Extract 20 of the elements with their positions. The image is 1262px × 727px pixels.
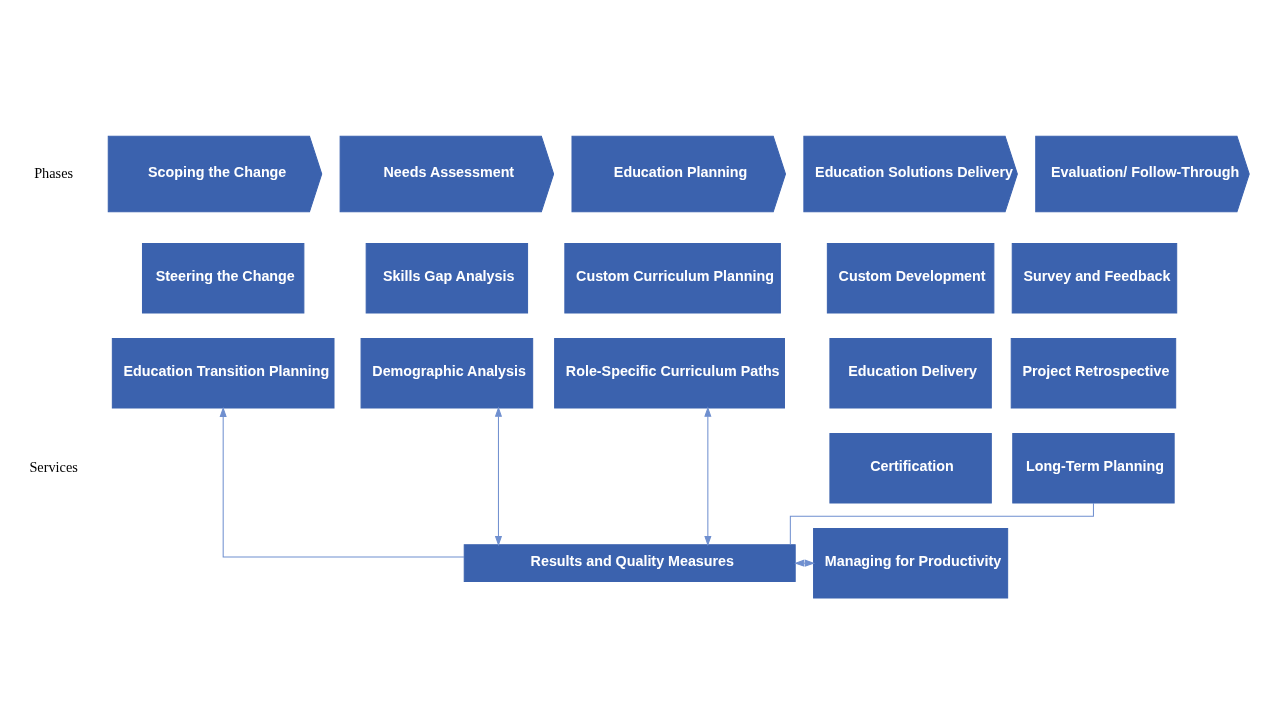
node-box: Skills Gap Analysis — [365, 242, 528, 313]
node-box: Education Transition Planning — [111, 337, 334, 408]
node-box: Project Retrospective — [1010, 337, 1176, 408]
node-box: Role-Specific Curriculum Paths — [553, 337, 785, 408]
node-box: Results and Quality Measures — [463, 543, 796, 582]
node-box: Long-Term Planning — [1011, 432, 1175, 503]
arrow — [494, 406, 502, 546]
node-box: Managing for Productivity — [812, 527, 1008, 598]
node-box: Steering the Change — [141, 242, 304, 313]
arrow — [703, 406, 711, 546]
connector — [789, 502, 1094, 545]
label: Services — [28, 458, 78, 475]
node-box: Custom Curriculum Planning — [563, 242, 781, 313]
label: Phases — [33, 164, 73, 181]
arrow — [219, 406, 465, 558]
node-box: Education Delivery — [828, 337, 992, 408]
node-box: Certification — [828, 432, 992, 503]
node-box: Custom Development — [826, 242, 994, 313]
node-box: Demographic Analysis — [360, 337, 533, 408]
node-box: Survey and Feedback — [1011, 242, 1177, 313]
